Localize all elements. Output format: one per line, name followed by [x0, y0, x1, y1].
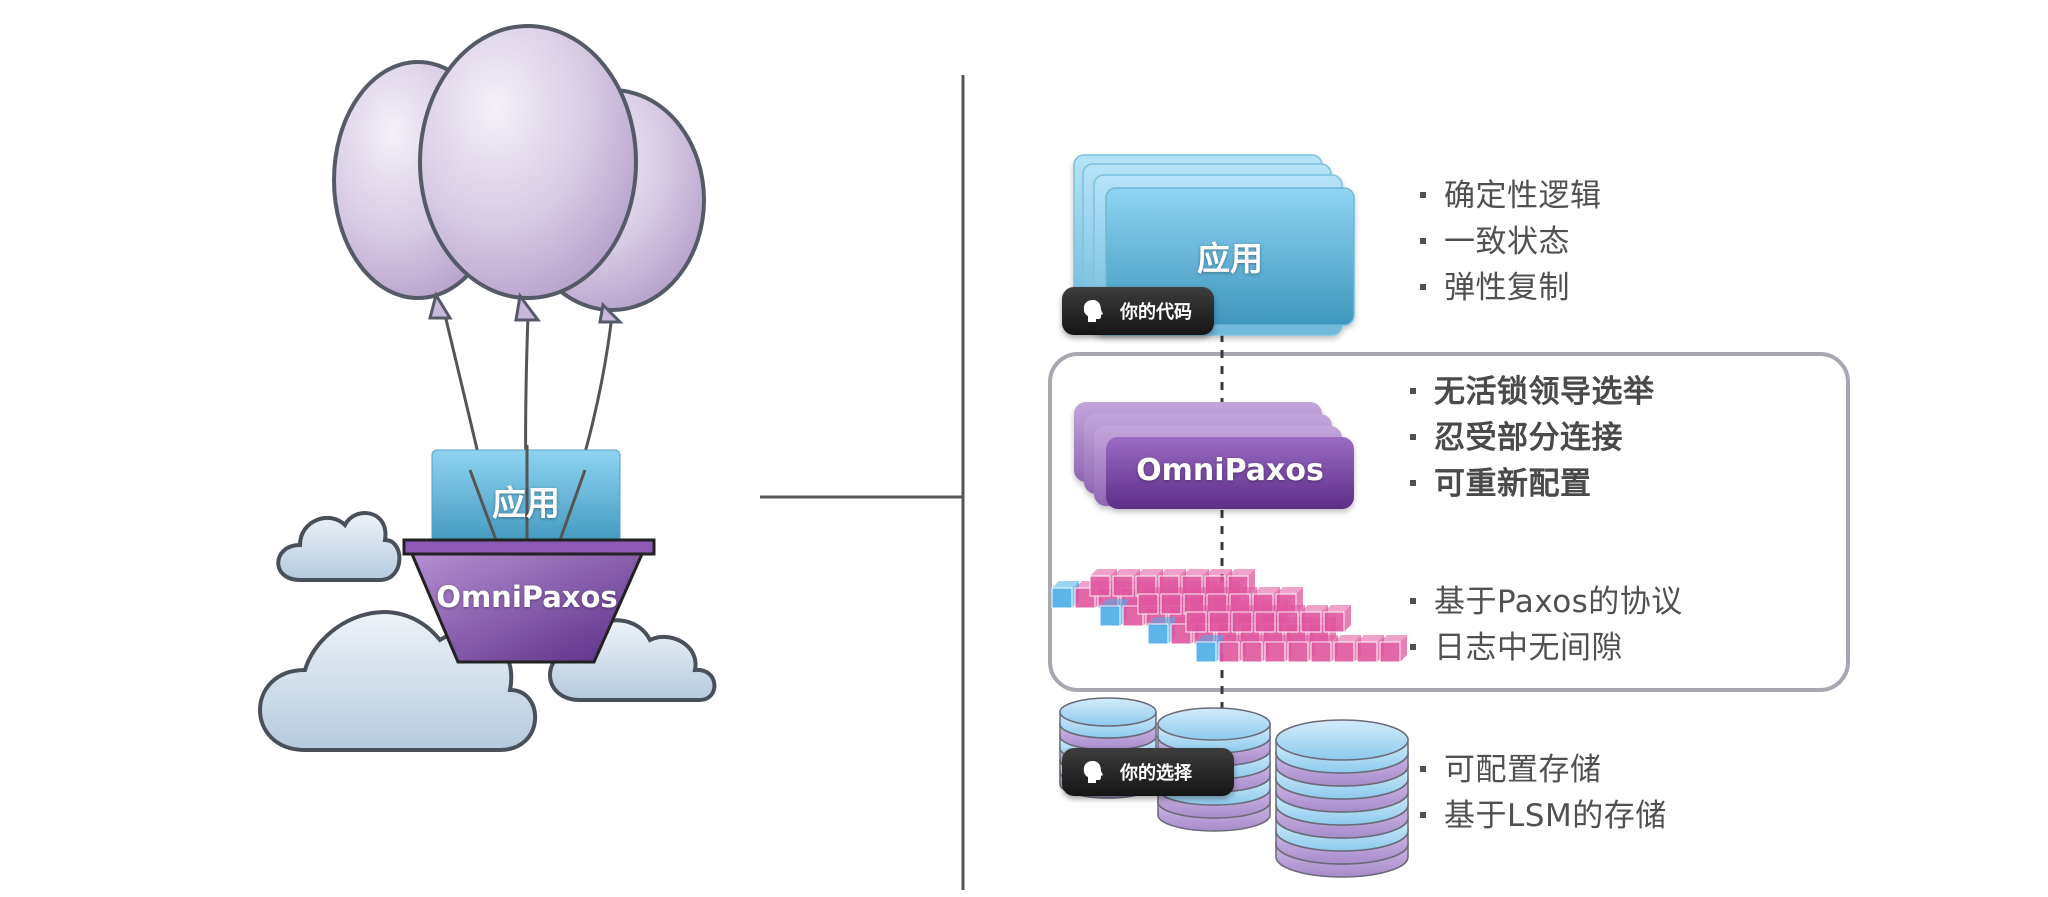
log-cube-icon [1112, 569, 1140, 597]
storage-bullet: 可配置存储 [1420, 744, 1602, 789]
your-code-badge-label: 你的代码 [1120, 302, 1192, 323]
omnipaxos-bullet: 忍受部分连接 [1410, 412, 1623, 457]
stack-omnipaxos-label: OmniPaxos [1136, 453, 1324, 488]
omnipaxos-frame [1048, 352, 1850, 692]
log-cube-icon [1323, 605, 1351, 633]
balloon-scene [258, 24, 717, 752]
omnipaxos-box-stack [1074, 402, 1354, 509]
stack-app-label: 应用 [1197, 239, 1263, 278]
omnipaxos-bullet: 无活锁领导选举 [1410, 366, 1655, 411]
storage-bullet: 基于LSM的存储 [1420, 790, 1667, 835]
balloon-omnipaxos-label: OmniPaxos [436, 580, 618, 614]
your-choice-badge: 你的选择 [1062, 748, 1234, 796]
app-bullet: 弹性复制 [1420, 262, 1570, 307]
app-bullet: 确定性逻辑 [1420, 170, 1602, 215]
cloud-icon [276, 511, 402, 582]
log-cube-grid [1051, 569, 1407, 663]
balloon-icon [418, 24, 638, 322]
head-icon [1083, 761, 1103, 783]
app-box-stack [1073, 154, 1355, 336]
your-code-badge: 你的代码 [1062, 287, 1214, 335]
log-bullet: 基于Paxos的协议 [1410, 576, 1683, 621]
log-bullet: 日志中无间隙 [1410, 622, 1623, 667]
app-bullet: 一致状态 [1420, 216, 1570, 261]
omnipaxos-bullet: 可重新配置 [1410, 458, 1592, 503]
balloon-app-label: 应用 [492, 484, 560, 524]
your-choice-badge-label: 你的选择 [1120, 763, 1192, 784]
log-cube-icon [1185, 605, 1213, 633]
log-cube-icon [1379, 635, 1407, 663]
log-cube-icon [1195, 635, 1223, 663]
head-icon [1083, 300, 1103, 322]
